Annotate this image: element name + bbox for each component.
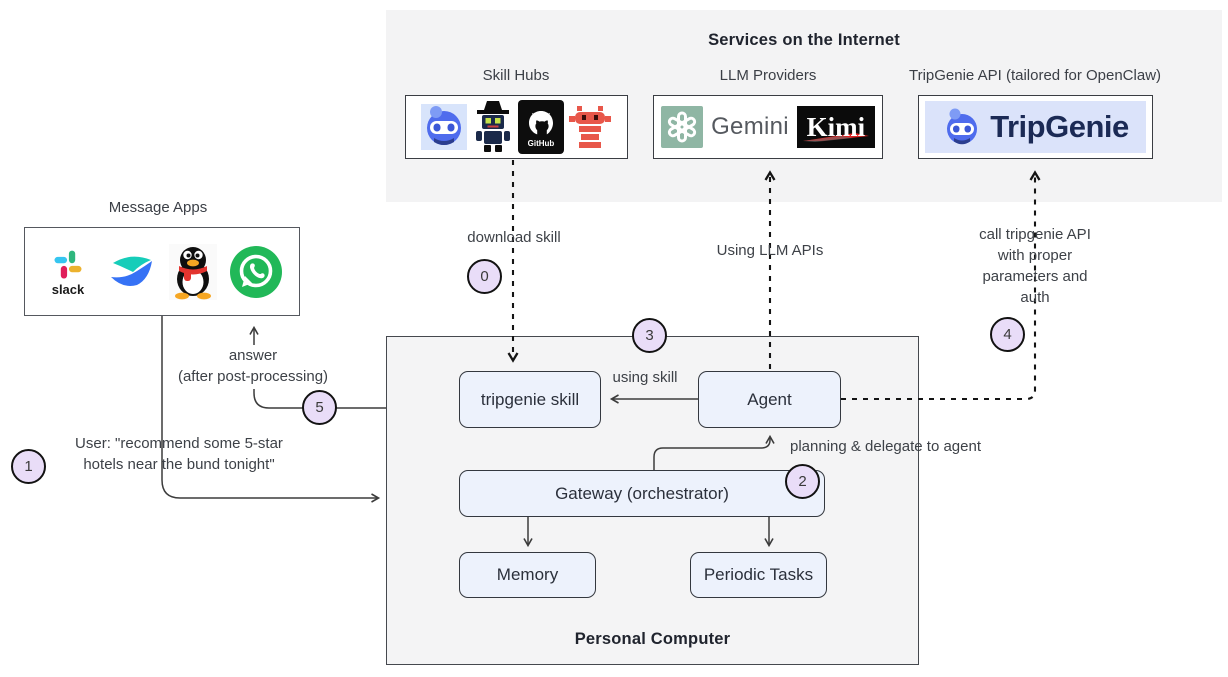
node-agent: Agent xyxy=(698,371,841,428)
skill-hubs-label: Skill Hubs xyxy=(482,67,550,84)
robot-hub-icon xyxy=(471,98,515,156)
download-skill-label: download skill xyxy=(467,229,561,246)
planning-delegate-label: planning & delegate to agent xyxy=(790,438,981,455)
whatsapp-icon xyxy=(229,245,283,299)
using-skill-label: using skill xyxy=(612,369,678,386)
user-request-label: User: "recommend some 5-star hotels near… xyxy=(75,435,283,473)
llm-providers-box: Gemini Kimi xyxy=(653,95,883,159)
node-gateway: Gateway (orchestrator) xyxy=(459,470,825,517)
message-apps-label: Message Apps xyxy=(108,199,208,216)
call-tripgenie-api-label: call tripgenie API with proper parameter… xyxy=(979,226,1091,306)
tripgenie-mascot-icon xyxy=(420,100,468,154)
badge-step-3: 3 xyxy=(632,318,667,353)
tripgenie-wordmark: TripGenie xyxy=(990,109,1129,144)
node-periodic-tasks: Periodic Tasks xyxy=(690,552,827,598)
message-apps-box: slack xyxy=(24,227,300,316)
qq-icon xyxy=(169,243,217,300)
tripgenie-logo: TripGenie xyxy=(925,101,1146,153)
gemini-wordmark: Gemini xyxy=(711,113,789,140)
skill-hubs-box: GitHub xyxy=(405,95,628,159)
node-tripgenie-skill: tripgenie skill xyxy=(459,371,601,428)
node-memory: Memory xyxy=(459,552,596,598)
badge-step-5: 5 xyxy=(302,390,337,425)
kimi-icon: Kimi xyxy=(796,106,875,148)
lark-icon xyxy=(107,246,157,297)
badge-step-2: 2 xyxy=(785,464,820,499)
slack-wordmark: slack xyxy=(51,282,85,297)
kimi-wordmark: Kimi xyxy=(806,111,866,142)
github-icon: GitHub xyxy=(518,100,564,154)
badge-step-4: 4 xyxy=(990,317,1025,352)
using-llm-apis-label: Using LLM APIs xyxy=(716,242,824,259)
openai-icon xyxy=(661,106,704,148)
badge-step-1: 1 xyxy=(11,449,46,484)
github-wordmark: GitHub xyxy=(527,138,555,148)
llm-providers-label: LLM Providers xyxy=(719,67,817,84)
personal-computer-title: Personal Computer xyxy=(574,630,731,648)
pixel-bot-icon xyxy=(567,102,613,152)
slack-icon: slack xyxy=(41,243,95,300)
tripgenie-mascot-icon xyxy=(947,108,978,145)
badge-step-0: 0 xyxy=(467,259,502,294)
services-panel-title: Services on the Internet xyxy=(708,31,900,49)
answer-label: answer (after post-processing) xyxy=(177,347,329,385)
tripgenie-api-box: TripGenie xyxy=(918,95,1153,159)
tripgenie-api-label: TripGenie API (tailored for OpenClaw) xyxy=(908,67,1162,84)
